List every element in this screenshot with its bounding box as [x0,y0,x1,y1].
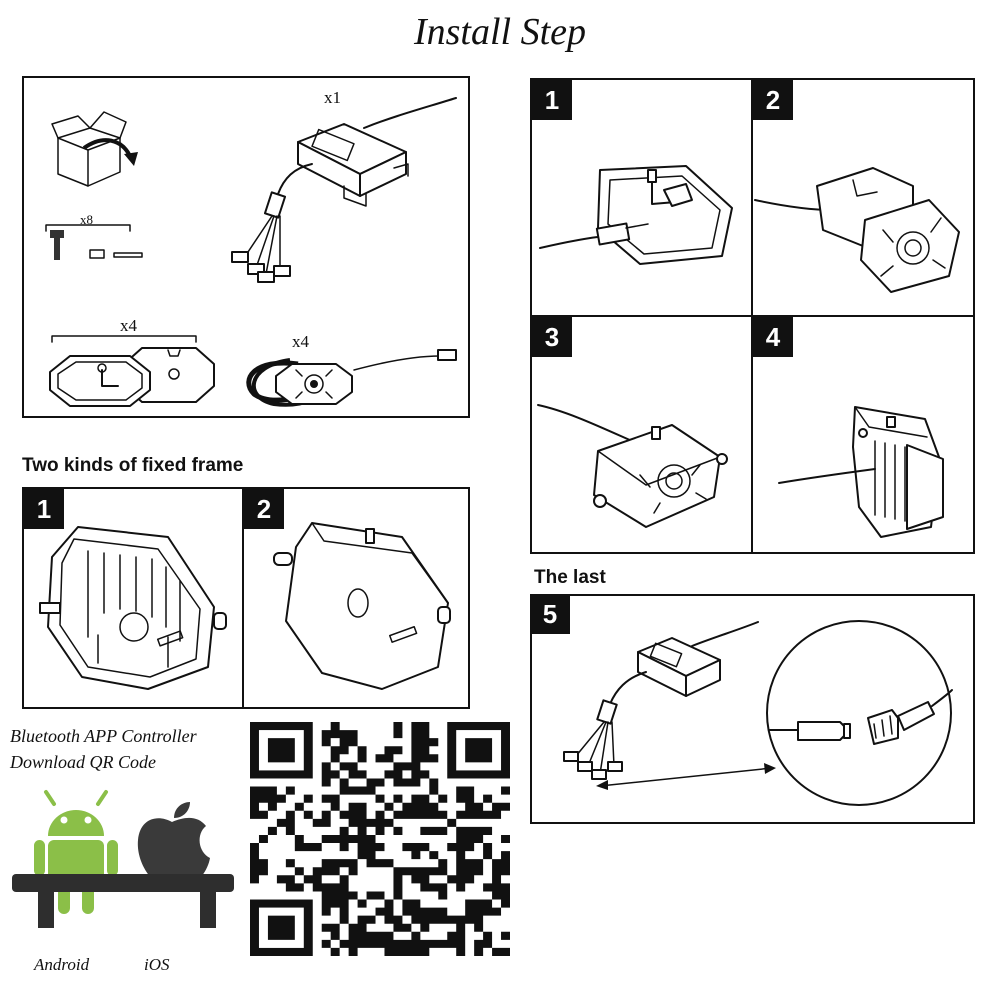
fixed-frame-badge-2: 2 [244,489,284,529]
qr-code[interactable] [244,716,516,962]
step-2-panel: 2 [751,78,975,317]
last-step-panel: 5 [530,594,975,824]
page-title: Install Step [413,11,587,53]
ios-label: iOS [144,955,170,974]
solid-frame-illustration [273,522,451,690]
step-3-illustration [537,404,728,528]
mounting-frame-illustration [49,347,215,407]
frame-bracket [51,335,197,343]
app-controller-line-2: Download QR Code [10,752,156,772]
fixed-frame-option-2: 2 [242,487,470,709]
light-qty: x4 [292,332,309,351]
qr-finder-pattern-3 [250,899,313,956]
qr-finder-pattern-2 [447,722,510,779]
screw-bracket [45,224,131,232]
step-1-illustration [539,165,733,265]
step-2-badge: 2 [753,80,793,120]
qr-finder-pattern-1 [250,722,313,779]
rock-light-illustration [246,349,457,407]
android-label: Android [34,955,90,974]
step-2-illustration [754,167,960,293]
step-5-controller-illustration [563,621,759,780]
fixed-frame-panel: 1 2 [22,487,470,709]
bench-illustration [12,874,234,928]
package-contents-panel: x1 x8 x4 x4 [22,76,470,418]
fixed-frame-option-1: 1 [22,487,244,709]
screw-qty: x8 [80,212,93,227]
step-3-panel: 3 [530,315,753,554]
connector-detail-circle [766,620,953,806]
last-step-heading: The last [534,567,606,588]
frame-qty: x4 [120,316,137,335]
step-4-badge: 4 [753,317,793,357]
fixed-frame-badge-1: 1 [24,489,64,529]
step-3-badge: 3 [532,317,572,357]
screw-set-illustration [50,230,143,260]
open-box-icon [51,111,138,187]
install-steps-grid: 1 2 3 [530,78,975,554]
step-5-badge: 5 [530,594,570,634]
step-1-badge: 1 [532,80,572,120]
step-1-panel: 1 [530,78,753,317]
controller-qty: x1 [324,88,341,107]
qr-modules [250,722,510,956]
qr-code-image [250,722,510,956]
controller-module-illustration [231,97,457,283]
connection-arrow [596,763,776,790]
fixed-frame-heading: Two kinds of fixed frame [22,455,244,476]
app-controller-line-1: Bluetooth APP Controller [10,726,197,746]
step-4-illustration [778,406,944,538]
step-4-panel: 4 [751,315,975,554]
apple-logo-icon [137,802,210,884]
vented-frame-illustration [39,526,227,690]
